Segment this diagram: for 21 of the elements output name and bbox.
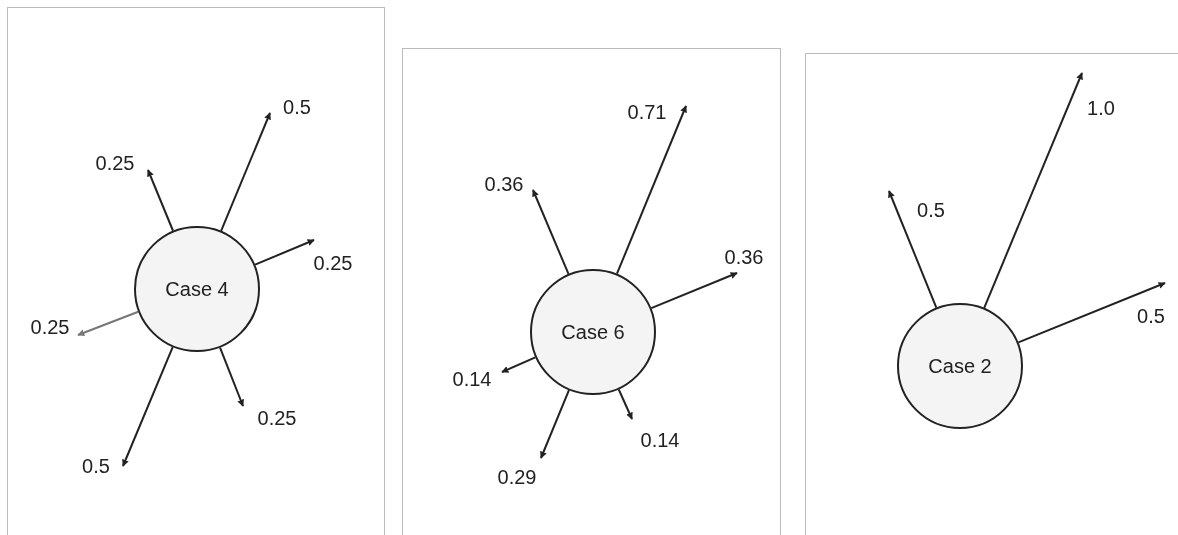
panel-frame	[805, 53, 1178, 535]
arrow	[540, 389, 570, 459]
arrow	[532, 189, 570, 275]
arrow	[147, 169, 174, 232]
node-label: Case 4	[165, 277, 229, 301]
node-label: Case 6	[561, 320, 625, 344]
arrow	[77, 310, 140, 336]
arrow	[983, 72, 1083, 309]
node-label: Case 2	[928, 354, 992, 378]
arrow	[254, 239, 315, 266]
arrow	[501, 356, 537, 373]
arrow	[220, 112, 271, 232]
arrow	[650, 272, 738, 310]
arrow	[615, 105, 687, 275]
arrow	[219, 346, 244, 407]
arrow	[617, 388, 633, 420]
panel-frame	[7, 7, 385, 535]
arrow	[888, 190, 938, 309]
arrow	[1017, 282, 1166, 344]
panel-frame	[402, 48, 781, 535]
arrow	[122, 346, 174, 467]
